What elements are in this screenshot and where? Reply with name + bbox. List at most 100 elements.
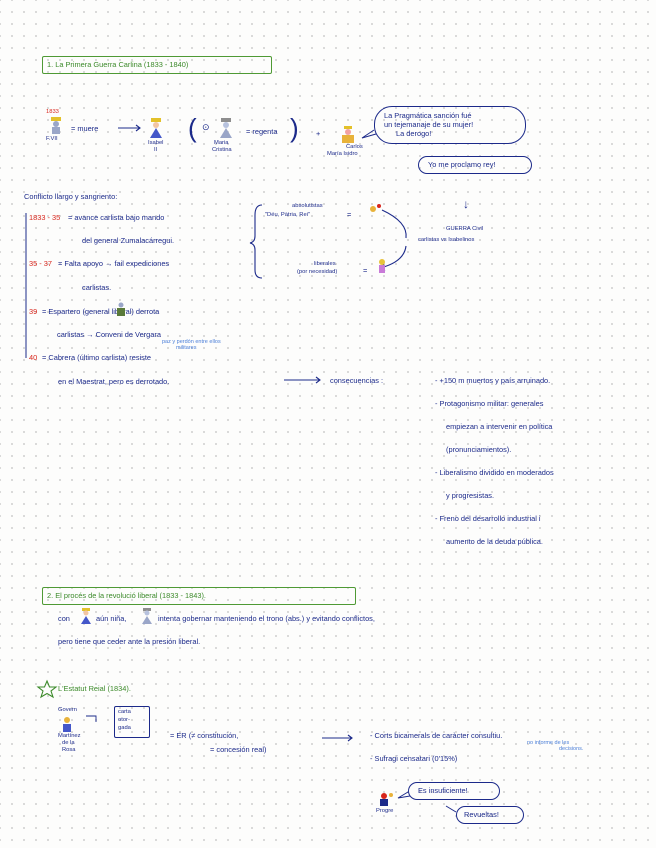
carlos-label-2: María Isidro bbox=[327, 151, 358, 157]
paren-open: ( bbox=[188, 113, 197, 143]
conflict-line-4: carlistas. bbox=[82, 283, 112, 292]
martinez-2: de la bbox=[62, 740, 75, 746]
carlos-label-1: Carlos bbox=[346, 144, 363, 150]
curly-bracket bbox=[249, 204, 263, 279]
vergara-note-1: paz y perdón entre ellos bbox=[162, 339, 221, 345]
section2-title-box bbox=[42, 587, 356, 605]
conflict-year-1: 1833 - 35 bbox=[29, 213, 61, 222]
bubble1-line1: La Pragmática sanción fué bbox=[384, 111, 472, 120]
arrow-govern bbox=[86, 715, 97, 722]
conflict-line-7: = Cabrera (último carlista) resiste bbox=[42, 353, 152, 362]
maria-label-2: Cristina bbox=[212, 147, 232, 153]
espartero-figure bbox=[116, 302, 126, 321]
estatut-eq-2: = concesión real) bbox=[210, 745, 267, 754]
fvii-label: F.VII bbox=[46, 136, 58, 142]
carta-box bbox=[114, 706, 150, 738]
result-1-note-1: no informe de les bbox=[527, 740, 570, 746]
speech-bubble-revueltas bbox=[456, 806, 524, 824]
section2-line1-a: con bbox=[58, 614, 70, 623]
plus-sign: + bbox=[316, 129, 321, 138]
circle-symbol: ⊙ bbox=[202, 122, 210, 132]
speech-bubble-insuficiente bbox=[408, 782, 500, 800]
conflict-line-1: = avance carlista bajo mando bbox=[68, 213, 165, 222]
maria-small-figure bbox=[141, 608, 153, 629]
govern-label: Govern bbox=[58, 707, 78, 713]
liberales-label: liberales bbox=[314, 261, 336, 267]
section2-line1-b: aún niña, bbox=[96, 614, 127, 623]
consequence-2: - Protagonismo militar: generales bbox=[435, 399, 544, 408]
maria-label-1: Maria bbox=[214, 140, 229, 146]
isabel-figure bbox=[148, 118, 164, 143]
section1-title-box bbox=[42, 56, 272, 74]
conflict-line-2: del general Zumalacárregui. bbox=[82, 236, 175, 245]
king-fvii-figure bbox=[49, 117, 69, 140]
progre-figure bbox=[378, 792, 394, 811]
consequence-3: empiezan a intervenir en política bbox=[446, 422, 553, 431]
consequences-label: consecuencias : bbox=[330, 376, 383, 385]
bubble-tail-2 bbox=[397, 791, 411, 799]
arrow-consequences bbox=[284, 376, 321, 384]
conflict-line-6: carlistas → Conveni de Vergara bbox=[57, 330, 161, 339]
conflict-year-3: 39 bbox=[29, 307, 38, 316]
arrow-estatut bbox=[322, 734, 353, 742]
muere-label: = muere bbox=[71, 124, 99, 133]
bubble-tail-1 bbox=[361, 129, 377, 139]
section2-line1-c: intenta gobernar manteniendo el trono (a… bbox=[158, 614, 375, 623]
conflict-year-2: 35 - 37 bbox=[29, 259, 53, 268]
conflict-line-8: en el Maestrat, pero es derrotado. bbox=[58, 377, 170, 386]
isabel-label-2: II bbox=[154, 147, 158, 153]
absolutistas-figure bbox=[368, 202, 382, 221]
lib-note: (por necesidad) bbox=[297, 269, 338, 275]
estatut-title: L'Estatut Reial (1834). bbox=[58, 684, 131, 693]
guerra-civil: GUERRA Civil bbox=[446, 226, 484, 232]
bubble1-line3: La derogo! bbox=[396, 129, 432, 138]
isabel-small-figure bbox=[80, 608, 92, 629]
estatut-bubble1: Es insuficiente! bbox=[418, 786, 468, 795]
year-1833: 1833 bbox=[46, 109, 59, 115]
consequence-4: (pronunciamientos). bbox=[446, 445, 512, 454]
paren-close: ) bbox=[290, 113, 299, 143]
liberales-figure bbox=[376, 258, 390, 279]
arrow-fvii-isabel bbox=[118, 124, 141, 132]
section2-title: 2. El procés de la revolució liberal (18… bbox=[47, 591, 206, 600]
consequence-5: - Liberalismo dividido en moderados bbox=[435, 468, 554, 477]
speech-bubble-pragmatica bbox=[374, 106, 526, 144]
carta-1: carta bbox=[118, 709, 131, 715]
result-1: - Corts bicamerals de caràcter consultiu… bbox=[370, 731, 503, 740]
curve-arrow-top bbox=[381, 209, 407, 239]
isabel-label-1: Isabel bbox=[148, 140, 164, 146]
conflict-year-4: 40 bbox=[29, 353, 38, 362]
section1-title: 1. La Primera Guerra Carlina (1833 - 184… bbox=[47, 60, 189, 69]
martinez-figure bbox=[60, 716, 74, 737]
bubble-tail-3 bbox=[445, 805, 457, 813]
speech-bubble-rey bbox=[418, 156, 532, 174]
consequence-6: y progresistas. bbox=[446, 491, 495, 500]
abs-motto: "Déu, Pàtria, Rei" bbox=[265, 212, 311, 218]
guerra-sides: carlistas vs Isabelinos bbox=[418, 237, 475, 243]
bubble2-text: Yo me proclamo rey! bbox=[428, 160, 496, 169]
arrow-down: ↓ bbox=[463, 197, 469, 211]
carlos-figure bbox=[340, 126, 362, 149]
abs-eq: = bbox=[347, 210, 352, 219]
regenta-label: = regenta bbox=[246, 127, 278, 136]
result-2: - Sufragi censatari (0'15%) bbox=[370, 754, 458, 763]
conflict-line-5: = Espartero (general liberal) derrota bbox=[42, 307, 160, 316]
carta-2: otor- bbox=[118, 717, 130, 723]
conflict-line-3: = Falta apoyo → fail expediciones bbox=[58, 259, 170, 268]
consequence-1: - +150 m muertos y país arruinado. bbox=[435, 376, 551, 385]
star-icon bbox=[36, 679, 58, 699]
estatut-bubble2: Revueltas! bbox=[464, 810, 499, 819]
estatut-eq-1: = ER (≠ constitución, bbox=[170, 731, 239, 740]
absolutistas-label: absolutistas bbox=[292, 203, 323, 209]
section2-line2: pero tiene que ceder ante la presión lib… bbox=[58, 637, 201, 646]
carta-3: gada bbox=[118, 725, 131, 731]
martinez-1: Martínez bbox=[58, 733, 81, 739]
vergara-note-2: militares bbox=[176, 345, 197, 351]
lib-eq: = bbox=[363, 266, 368, 275]
bubble1-line2: un tejemanaje de su mujer! bbox=[384, 120, 474, 129]
martinez-3: Rosa bbox=[62, 747, 76, 753]
result-1-note-2: decisions. bbox=[559, 746, 584, 752]
conflict-title: Conflicto llargo y sangriento: bbox=[24, 192, 118, 201]
maria-cristina-figure bbox=[218, 118, 234, 143]
